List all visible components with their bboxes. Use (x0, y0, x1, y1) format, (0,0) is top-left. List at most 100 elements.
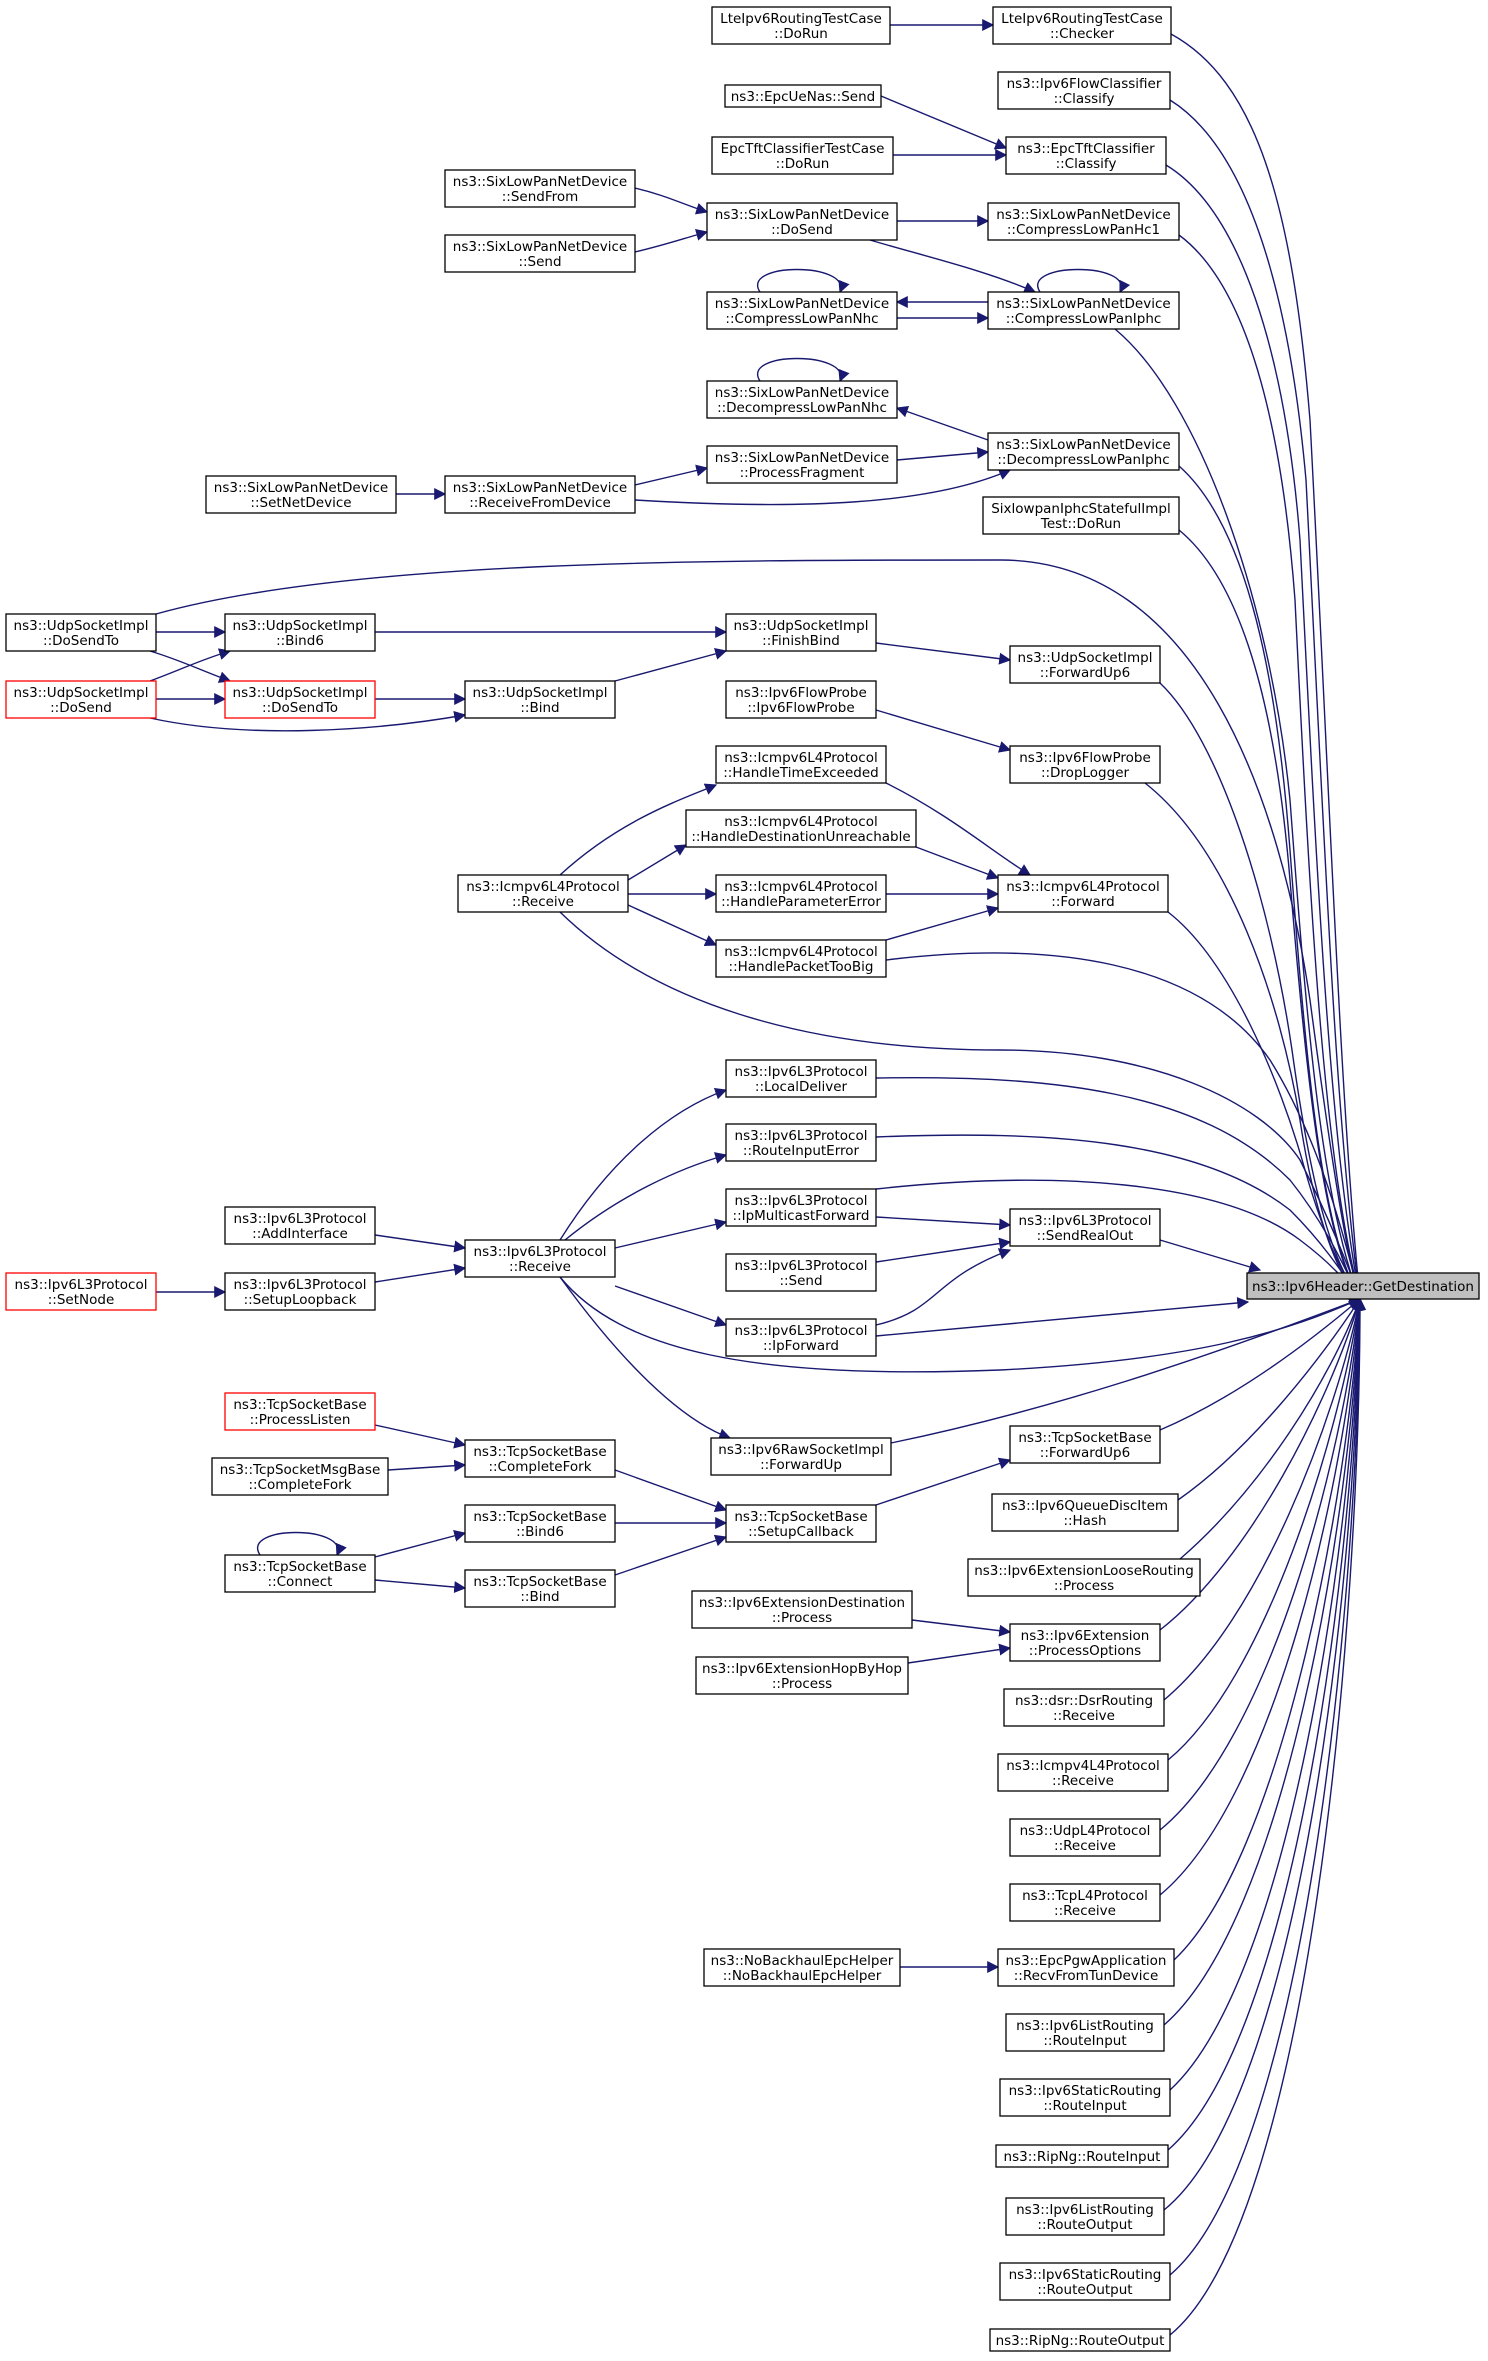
node-l3-setloop[interactable]: ns3::Ipv6L3Protocol::SetupLoopback (224, 1272, 376, 1311)
node-udpl4-recv[interactable]: ns3::UdpL4Protocol::Receive (1009, 1818, 1161, 1857)
node-flowprobe-ctor[interactable]: ns3::Ipv6FlowProbe::Ipv6FlowProbe (725, 680, 877, 719)
node-nobackhaul[interactable]: ns3::NoBackhaulEpcHelper::NoBackhaulEpcH… (703, 1948, 901, 1987)
edge-path (1178, 529, 1361, 1301)
node-label: ns3::SixLowPanNetDevice (996, 437, 1170, 453)
node-icmp-hpe[interactable]: ns3::Icmpv6L4Protocol::HandleParameterEr… (715, 874, 887, 913)
node-l3-send[interactable]: ns3::Ipv6L3Protocol::Send (725, 1253, 877, 1292)
node-udp-finishbind[interactable]: ns3::UdpSocketImpl::FinishBind (725, 613, 877, 652)
node-label: ns3::Ipv6ListRouting (1016, 2202, 1154, 2218)
node-label: ns3::TcpSocketBase (233, 1397, 366, 1413)
node-label: ::Receive (1054, 1838, 1116, 1854)
node-udp-fwdup6[interactable]: ns3::UdpSocketImpl::ForwardUp6 (1009, 645, 1161, 684)
node-icmp-hte[interactable]: ns3::Icmpv6L4Protocol::HandleTimeExceede… (715, 745, 887, 784)
node-pgw-recv[interactable]: ns3::EpcPgwApplication::RecvFromTunDevic… (997, 1948, 1175, 1987)
node-raw-fwdup[interactable]: ns3::Ipv6RawSocketImpl::ForwardUp (710, 1437, 892, 1476)
node-label: ::SetupLoopback (244, 1292, 357, 1308)
node-ext-dest[interactable]: ns3::Ipv6ExtensionDestination::Process (691, 1590, 913, 1629)
node-l3-setnode[interactable]: ns3::Ipv6L3Protocol::SetNode (5, 1272, 157, 1311)
node-ext-loose[interactable]: ns3::Ipv6ExtensionLooseRouting::Process (967, 1558, 1201, 1597)
node-box (224, 1206, 376, 1245)
node-dsr-recv[interactable]: ns3::dsr::DsrRouting::Receive (1003, 1688, 1165, 1727)
node-static-out[interactable]: ns3::Ipv6StaticRouting::RouteOutput (999, 2262, 1171, 2301)
node-l3-rie[interactable]: ns3::Ipv6L3Protocol::RouteInputError (725, 1123, 877, 1162)
node-box (224, 613, 376, 652)
node-ext-hbh[interactable]: ns3::Ipv6ExtensionHopByHop::Process (695, 1656, 909, 1695)
node-qdisc-hash[interactable]: ns3::Ipv6QueueDiscItem::Hash (991, 1493, 1179, 1532)
node-label: ns3::SixLowPanNetDevice (214, 480, 388, 496)
node-slp-hc1[interactable]: ns3::SixLowPanNetDevice::CompressLowPanH… (987, 202, 1180, 241)
node-epctft-classify[interactable]: ns3::EpcTftClassifier::Classify (1005, 136, 1167, 175)
node-l3-local[interactable]: ns3::Ipv6L3Protocol::LocalDeliver (725, 1059, 877, 1098)
node-ripng-in[interactable]: ns3::RipNg::RouteInput (995, 2144, 1169, 2168)
node-slp-dnhc[interactable]: ns3::SixLowPanNetDevice::DecompressLowPa… (706, 380, 898, 419)
node-box (711, 136, 894, 175)
node-static-in[interactable]: ns3::Ipv6StaticRouting::RouteInput (999, 2078, 1171, 2117)
node-l3-recv[interactable]: ns3::Ipv6L3Protocol::Receive (464, 1239, 616, 1278)
node-box (464, 1239, 616, 1278)
node-slp-cnhc[interactable]: ns3::SixLowPanNetDevice::CompressLowPanN… (706, 291, 898, 330)
node-tcpl4-recv[interactable]: ns3::TcpL4Protocol::Receive (1009, 1883, 1161, 1922)
edge-path (634, 229, 709, 253)
node-ripng-out[interactable]: ns3::RipNg::RouteOutput (989, 2328, 1171, 2352)
node-listr-out[interactable]: ns3::Ipv6ListRouting::RouteOutput (1005, 2197, 1165, 2236)
node-flowclassify[interactable]: ns3::Ipv6FlowClassifier::Classify (997, 71, 1171, 110)
node-tcp-proclisten[interactable]: ns3::TcpSocketBase::ProcessListen (224, 1392, 376, 1431)
node-listr-in[interactable]: ns3::Ipv6ListRouting::RouteInput (1005, 2013, 1165, 2052)
node-tcp-msg-cf[interactable]: ns3::TcpSocketMsgBase::CompleteFork (211, 1457, 389, 1496)
node-udp-bind[interactable]: ns3::UdpSocketImpl::Bind (464, 680, 616, 719)
node-slp-recvfrom[interactable]: ns3::SixLowPanNetDevice::ReceiveFromDevi… (444, 475, 636, 514)
node-icmp-hdu[interactable]: ns3::Icmpv6L4Protocol::HandleDestination… (685, 809, 917, 848)
node-lte-checker[interactable]: LteIpv6RoutingTestCase::Checker (992, 6, 1172, 45)
node-lte-doruntc[interactable]: LteIpv6RoutingTestCase::DoRun (711, 6, 891, 45)
node-ext-procopt[interactable]: ns3::Ipv6Extension::ProcessOptions (1009, 1623, 1161, 1662)
edge-slp_recvfrom-to-slp_procfrag (634, 464, 709, 486)
node-flowprobe-drop[interactable]: ns3::Ipv6FlowProbe::DropLogger (1009, 745, 1161, 784)
node-label: ns3::SixLowPanNetDevice (715, 450, 889, 466)
node-box (224, 1392, 376, 1431)
node-tcp-fwdup6[interactable]: ns3::TcpSocketBase::ForwardUp6 (1009, 1425, 1161, 1464)
node-l3-ipfwd[interactable]: ns3::Ipv6L3Protocol::IpForward (725, 1318, 877, 1357)
node-icmp4-recv[interactable]: ns3::Icmpv4L4Protocol::Receive (997, 1753, 1169, 1792)
edge-slp_send-to-slp_dosend (634, 229, 709, 253)
node-label: ns3::UdpSocketImpl (14, 618, 149, 634)
node-tcp-cf[interactable]: ns3::TcpSocketBase::CompleteFork (464, 1439, 616, 1478)
node-label: ns3::TcpSocketBase (473, 1444, 606, 1460)
edge-path (1179, 1297, 1362, 1560)
node-label: ::Bind6 (276, 633, 324, 649)
node-slp-dosend[interactable]: ns3::SixLowPanNetDevice::DoSend (706, 202, 898, 241)
edge-pgw_recv-to-getdest (1173, 1297, 1366, 1961)
node-icmp-fwd[interactable]: ns3::Icmpv6L4Protocol::Forward (997, 874, 1169, 913)
edge-path (895, 405, 989, 441)
node-icmp-recv[interactable]: ns3::Icmpv6L4Protocol::Receive (457, 874, 629, 913)
node-tcp-bind[interactable]: ns3::TcpSocketBase::Bind (464, 1569, 616, 1608)
node-getdest[interactable]: ns3::Ipv6Header::GetDestination (1246, 1272, 1480, 1300)
node-udp-dosendto-r[interactable]: ns3::UdpSocketImpl::DoSendTo (224, 680, 376, 719)
node-epctft-dorun[interactable]: EpcTftClassifierTestCase::DoRun (711, 136, 894, 175)
node-udp-bind6[interactable]: ns3::UdpSocketImpl::Bind6 (224, 613, 376, 652)
node-slp-procfrag[interactable]: ns3::SixLowPanNetDevice::ProcessFragment (706, 445, 898, 484)
node-slp-setnet[interactable]: ns3::SixLowPanNetDevice::SetNetDevice (205, 475, 397, 514)
node-l3-sro[interactable]: ns3::Ipv6L3Protocol::SendRealOut (1009, 1208, 1161, 1247)
node-udp-dosend[interactable]: ns3::UdpSocketImpl::DoSend (5, 680, 157, 719)
node-epcuenas-send[interactable]: ns3::EpcUeNas::Send (724, 84, 882, 108)
node-icmp-hptb[interactable]: ns3::Icmpv6L4Protocol::HandlePacketTooBi… (715, 939, 887, 978)
node-label: ns3::NoBackhaulEpcHelper (711, 1953, 894, 1969)
node-label: ns3::Icmpv4L4Protocol (1006, 1758, 1160, 1774)
node-box (5, 680, 157, 719)
node-slp-send[interactable]: ns3::SixLowPanNetDevice::Send (444, 234, 636, 273)
node-l3-addif[interactable]: ns3::Ipv6L3Protocol::AddInterface (224, 1206, 376, 1245)
node-l3-ipmf[interactable]: ns3::Ipv6L3Protocol::IpMulticastForward (725, 1188, 877, 1227)
node-slp-diphc[interactable]: ns3::SixLowPanNetDevice::DecompressLowPa… (987, 432, 1180, 471)
node-label: ::Classify (1054, 91, 1115, 107)
node-tcp-bind6[interactable]: ns3::TcpSocketBase::Bind6 (464, 1504, 616, 1543)
node-label: ns3::Ipv6ListRouting (1016, 2018, 1154, 2034)
node-slp-sendfrom[interactable]: ns3::SixLowPanNetDevice::SendFrom (444, 169, 636, 208)
edge-path (1159, 1297, 1365, 1831)
node-tcp-setupcb[interactable]: ns3::TcpSocketBase::SetupCallback (725, 1504, 877, 1543)
node-udp-dosendto-l[interactable]: ns3::UdpSocketImpl::DoSendTo (5, 613, 157, 652)
edge-path (1144, 782, 1361, 1300)
edge-path (1163, 1297, 1364, 1701)
node-slp-ciphc[interactable]: ns3::SixLowPanNetDevice::CompressLowPanI… (987, 291, 1180, 330)
node-tcp-connect[interactable]: ns3::TcpSocketBase::Connect (224, 1554, 376, 1593)
